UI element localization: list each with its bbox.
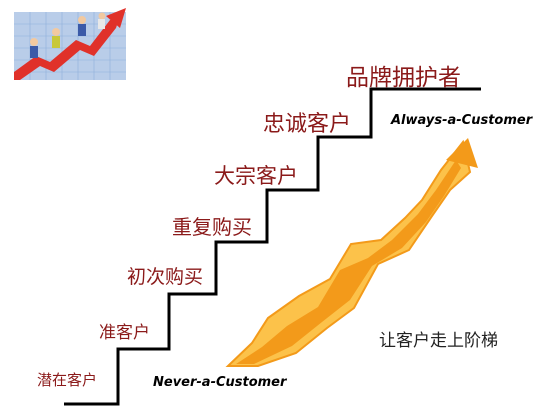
rising-arrow — [225, 139, 472, 367]
never-customer-label: Never-a-Customer — [153, 375, 287, 390]
step-label-prospect: 准客户 — [99, 323, 150, 343]
staircase-line — [64, 87, 481, 406]
always-customer-label: Always-a-Customer — [391, 113, 533, 128]
step-label-loyal-client: 忠诚客户 — [263, 112, 352, 137]
arrow-head — [446, 138, 478, 168]
step-label-first-purchase: 初次购买 — [127, 266, 204, 288]
step-label-potential: 潜在客户 — [37, 371, 98, 389]
step-label-major-client: 大宗客户 — [214, 164, 298, 188]
step-label-brand-advocate: 品牌拥护者 — [346, 65, 461, 91]
slogan-text: 让客户走上阶梯 — [379, 331, 498, 351]
climbing-people-chart-icon — [14, 8, 126, 80]
step-label-repeat-purchase: 重复购买 — [172, 215, 252, 239]
